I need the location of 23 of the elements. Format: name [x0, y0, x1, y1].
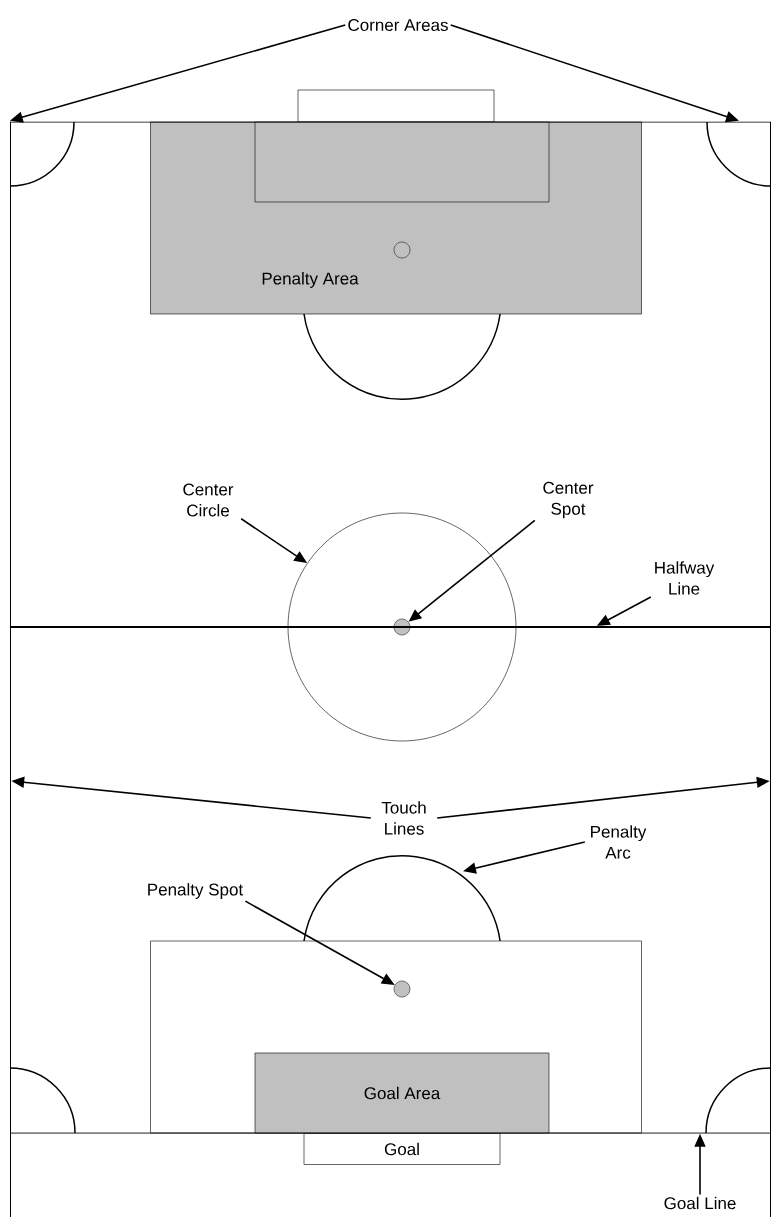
corner-arc	[9, 1067, 76, 1134]
penalty-spot	[393, 980, 411, 998]
callout-label: Goal Line	[664, 1196, 736, 1210]
goal-area: Goal Area	[254, 1052, 550, 1134]
goal-box: Goal	[303, 1133, 501, 1165]
penalty-arc	[303, 313, 501, 400]
corner-arc	[705, 1067, 771, 1134]
callout-label: Penalty Spot	[148, 883, 244, 899]
center-circle	[287, 512, 517, 742]
callout-label: Penalty Arc	[591, 825, 647, 859]
corner-arc	[706, 121, 771, 187]
callout-label: Halfway Line	[655, 561, 715, 595]
callout-label: Center Spot	[543, 481, 594, 519]
penalty-arc	[303, 855, 501, 942]
penalty-spot	[393, 241, 411, 259]
goal-area	[254, 121, 550, 203]
callout-label: Corner Areas	[348, 19, 448, 31]
callout-label: Touch Lines	[381, 801, 426, 835]
center-spot	[393, 618, 411, 636]
touch-line	[770, 122, 771, 1217]
corner-arc	[9, 121, 75, 187]
goal-box	[297, 89, 495, 123]
callout-label: Center Circle	[183, 483, 234, 517]
